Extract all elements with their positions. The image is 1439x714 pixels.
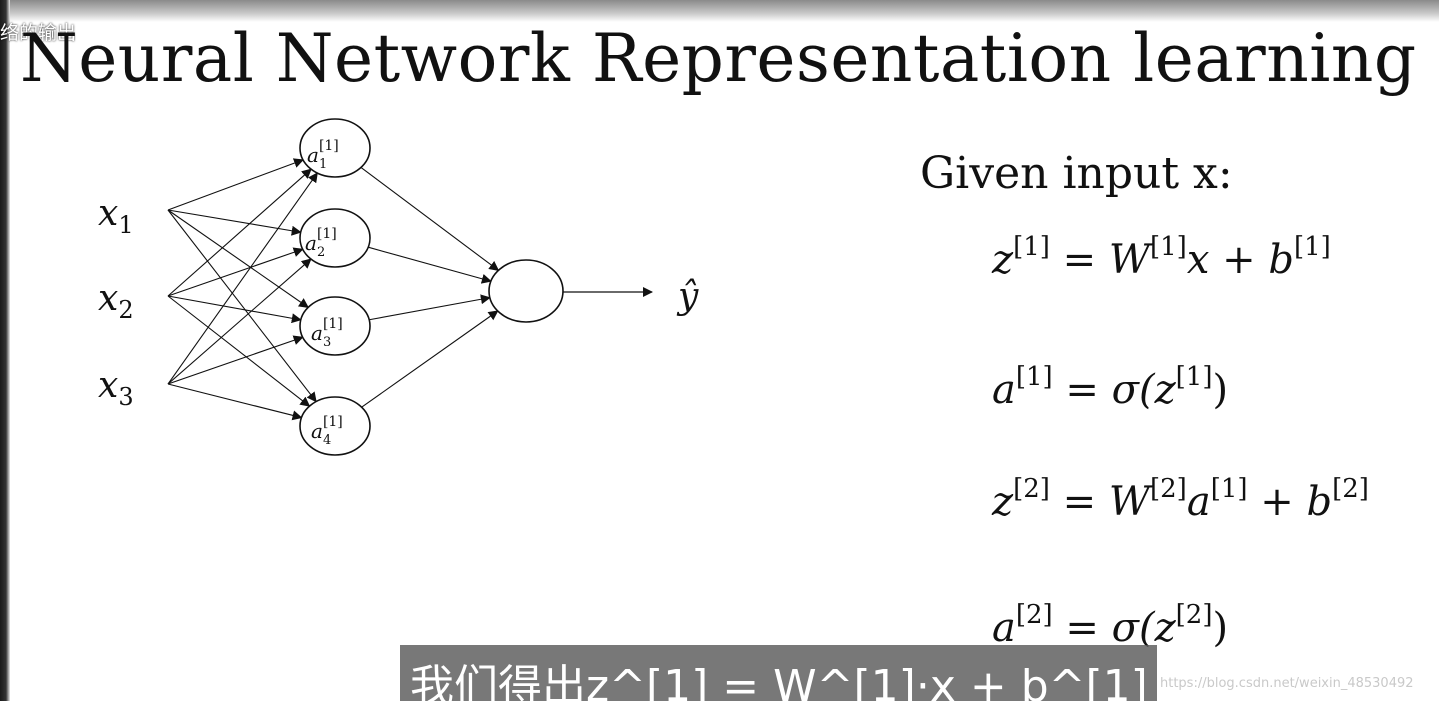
edge-x2-a3 <box>167 295 302 324</box>
hidden-label-4: a[1]4 <box>311 414 343 448</box>
hidden-label-2: a[1]2 <box>305 226 337 260</box>
edge-x3-a2 <box>167 258 312 385</box>
hidden-node-4 <box>299 396 371 456</box>
output-node <box>488 259 564 323</box>
video-left-edge <box>0 0 10 701</box>
watermark: https://blog.csdn.net/weixin_48530492 <box>1160 676 1414 691</box>
equation-a1: a[1] = σ(z[1]) <box>992 362 1229 413</box>
subtitle-background <box>400 645 1157 701</box>
edge-x3-a1 <box>167 172 318 385</box>
hidden-node-2 <box>299 208 371 268</box>
edge-x3-a3 <box>167 335 304 385</box>
edge-a2-out <box>368 246 492 284</box>
edge-x2-a2 <box>167 247 304 297</box>
edge-a3-out <box>369 294 491 321</box>
video-top-bar <box>0 0 1439 22</box>
hidden-node-3 <box>299 296 371 356</box>
input-label-x3: x3 <box>98 365 134 411</box>
edge-x1-a4 <box>167 209 317 403</box>
edge-x2-a1 <box>167 168 312 297</box>
video-subtitle: 我们得出z^[1] = W^[1]·x + b^[1] <box>410 661 1148 712</box>
given-input-heading: Given input x: <box>920 148 1233 199</box>
hidden-node-1 <box>299 118 371 178</box>
edge-x2-a4 <box>167 295 311 407</box>
slide-title: Neural Network Representation learning <box>20 20 1417 97</box>
network-edges <box>167 158 500 421</box>
output-label-yhat: ŷ <box>676 276 699 317</box>
edge-a1-out <box>360 167 500 271</box>
hidden-label-3: a[1]3 <box>311 316 343 350</box>
edge-x3-a4 <box>167 383 303 421</box>
edge-x1-a1 <box>167 158 304 211</box>
neural-network-diagram: x1 x2 x3 a[1]1 a[1]2 a[1]3 a[1]4 ŷ <box>98 118 699 456</box>
equation-z2: z[2] = W[2]a[1] + b[2] <box>992 474 1369 525</box>
edge-x1-a2 <box>167 209 302 236</box>
equation-a2: a[2] = σ(z[2]) <box>992 600 1229 651</box>
edge-a4-out <box>361 310 499 408</box>
hidden-label-1: a[1]1 <box>307 138 339 172</box>
video-title: 络的输出 <box>0 22 77 44</box>
equation-z1: z[1] = W[1]x + b[1] <box>992 232 1331 283</box>
input-label-x2: x2 <box>98 278 134 324</box>
input-label-x1: x1 <box>98 193 134 239</box>
edge-x1-a3 <box>167 209 309 308</box>
